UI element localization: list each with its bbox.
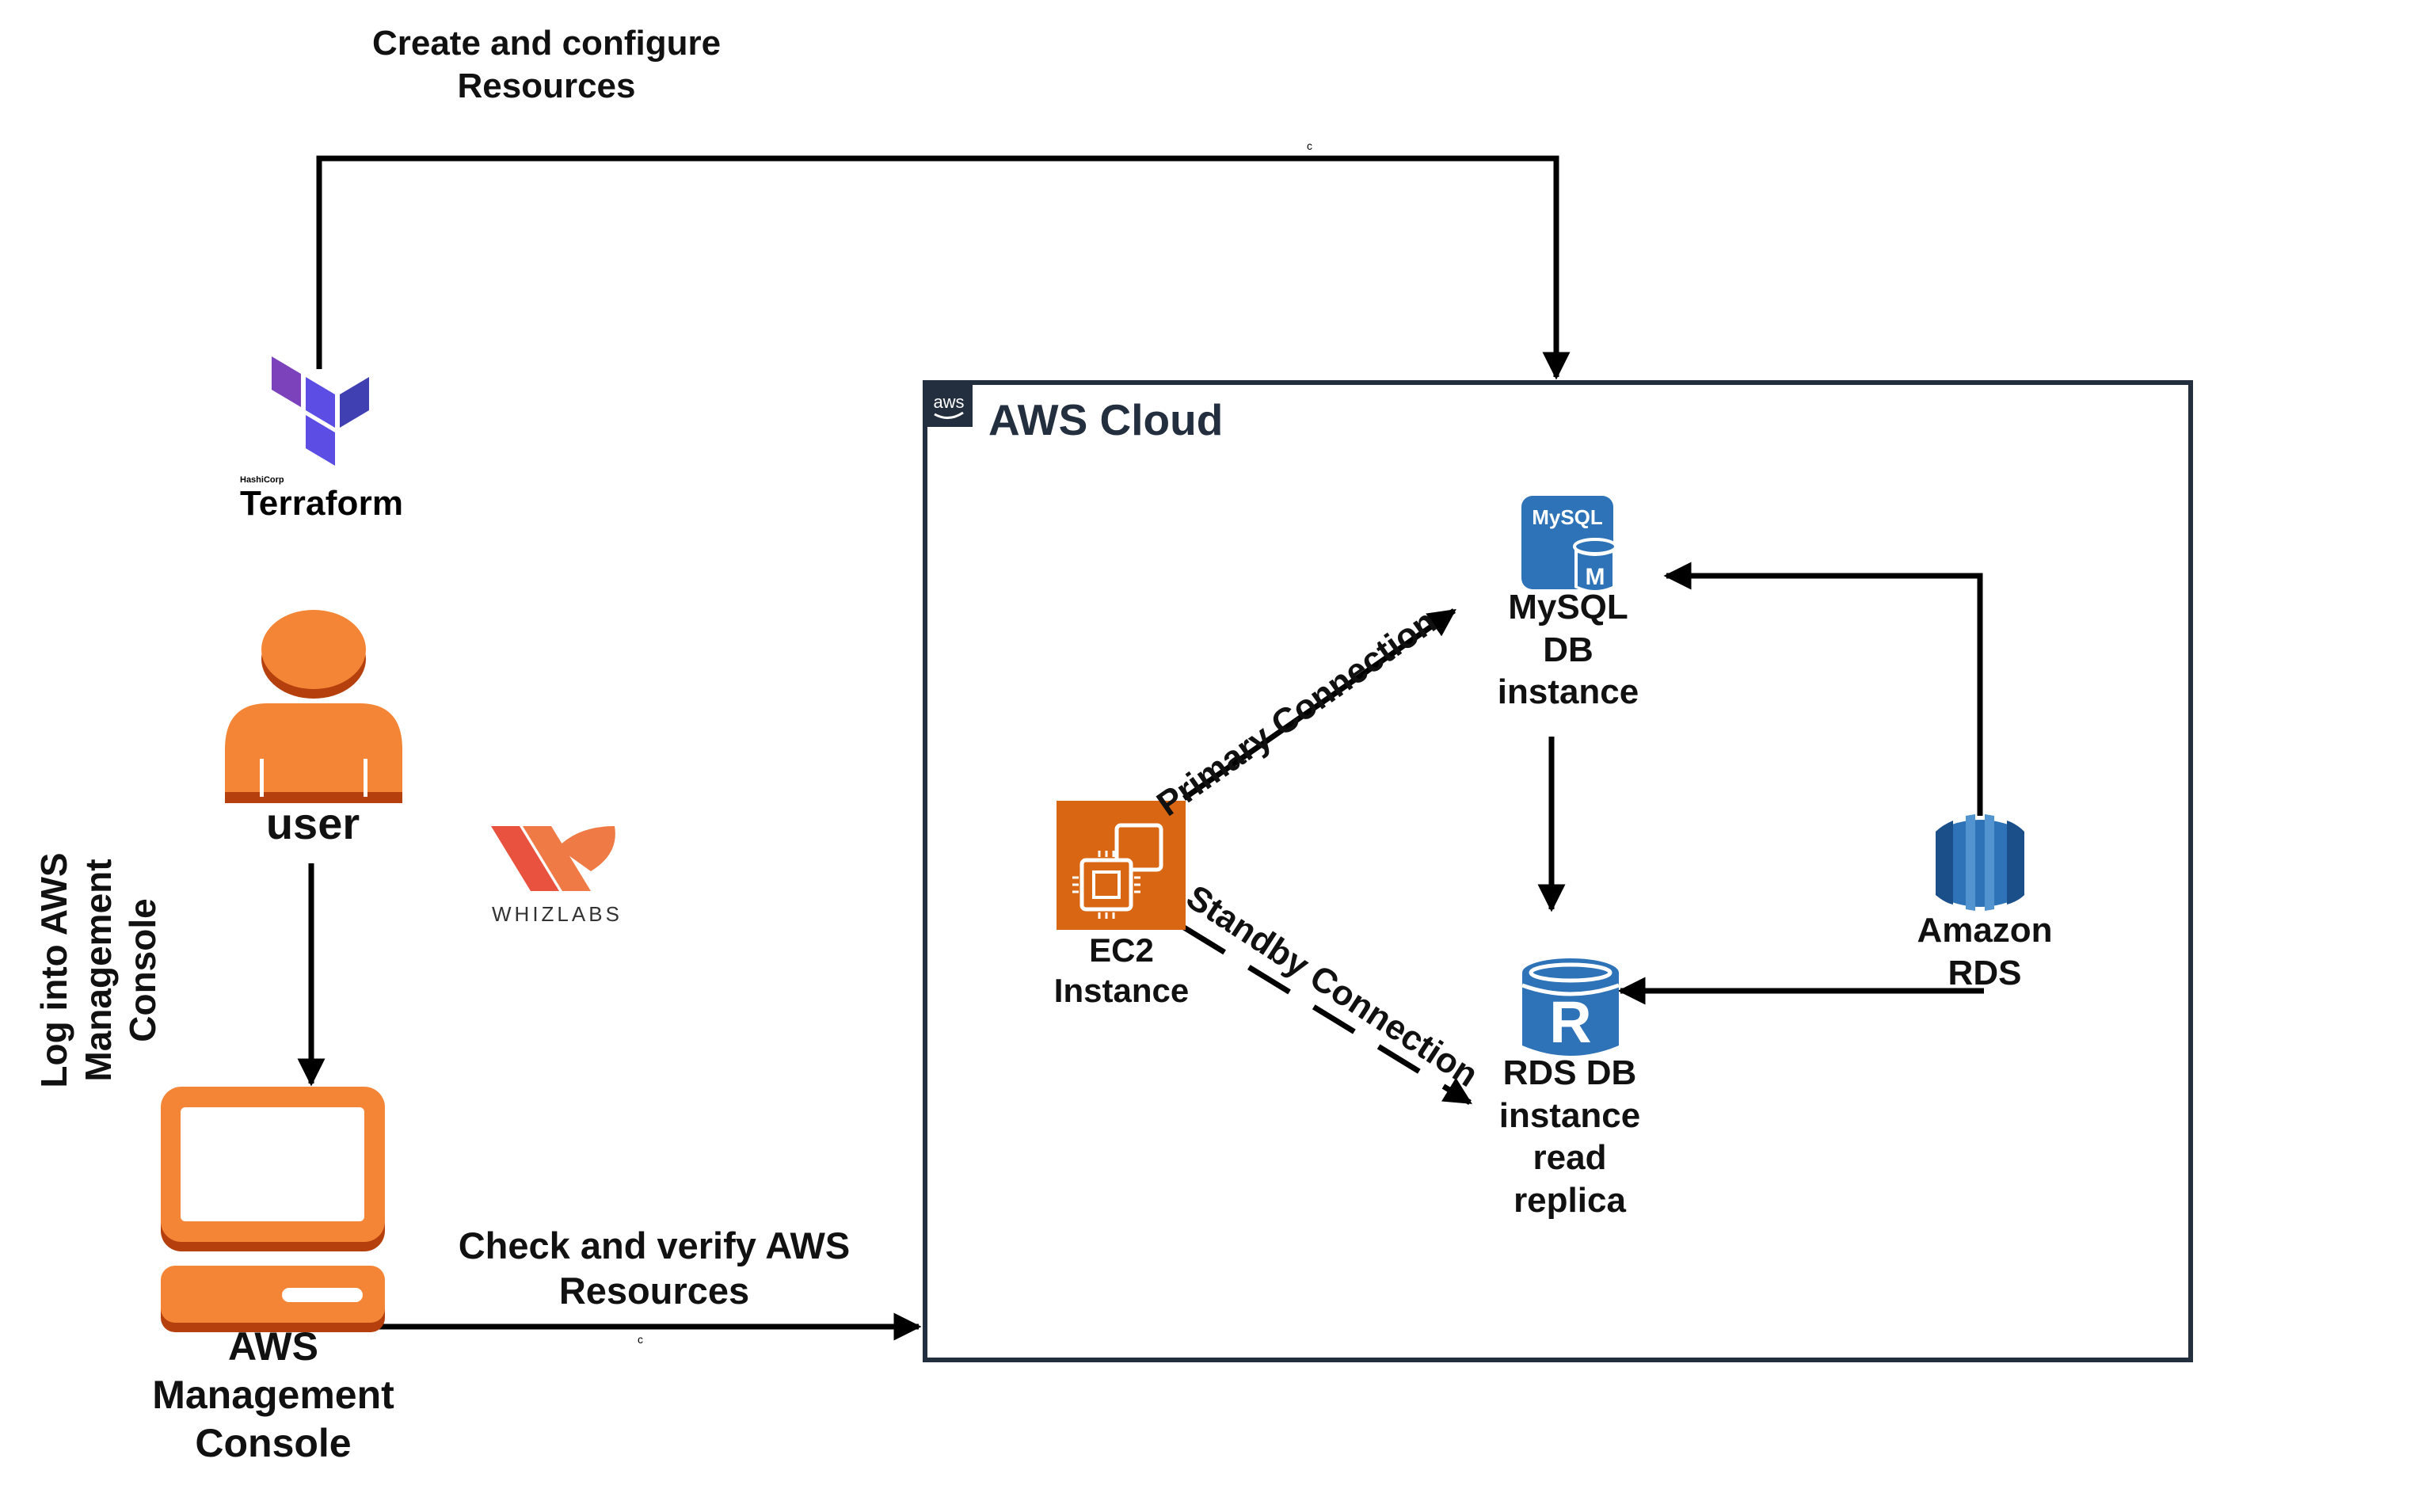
login-action-label: Log into AWS Management Console: [32, 824, 165, 1117]
terraform-to-cloud-connector: [319, 158, 1556, 377]
amazon-rds-icon: [1936, 814, 2024, 911]
rds-replica-label: RDS DB instance read replica: [1489, 1052, 1651, 1222]
amazon-rds-label: Amazon RDS: [1890, 909, 2080, 994]
console-label: AWS Management Console: [127, 1323, 420, 1468]
tiny-c-label-top: c: [1307, 139, 1312, 152]
user-icon: [225, 610, 402, 803]
whizlabs-logo-icon: WHIZLABS: [491, 826, 623, 926]
svg-text:aws: aws: [933, 392, 964, 412]
terraform-action-label: Create and configure Resources: [352, 22, 741, 107]
mysql-label: MySQL DB instance: [1489, 586, 1647, 714]
rds-read-replica-icon: R: [1522, 958, 1619, 1056]
svg-text:Terraform: Terraform: [240, 484, 403, 523]
computer-console-icon: [161, 1087, 385, 1332]
mysql-database-icon: MySQL M: [1521, 496, 1616, 592]
ec2-chip-icon: [1057, 801, 1186, 930]
user-label: user: [238, 797, 388, 851]
aws-cloud-title: AWS Cloud: [988, 394, 1223, 445]
svg-text:R: R: [1549, 989, 1591, 1055]
tiny-c-label-bottom: c: [638, 1333, 643, 1346]
check-action-label: Check and verify AWS Resources: [440, 1223, 868, 1314]
svg-text:WHIZLABS: WHIZLABS: [492, 902, 623, 926]
terraform-logo-icon: HashiCorp Terraform: [240, 356, 403, 523]
aws-logo-icon: aws: [925, 383, 973, 427]
svg-text:MySQL: MySQL: [1532, 505, 1603, 529]
standby-connection-arrow: [1184, 927, 1470, 1103]
ec2-label: EC2 Instance: [1042, 930, 1201, 1011]
amazon-rds-to-mysql-connector: [1666, 576, 1980, 816]
